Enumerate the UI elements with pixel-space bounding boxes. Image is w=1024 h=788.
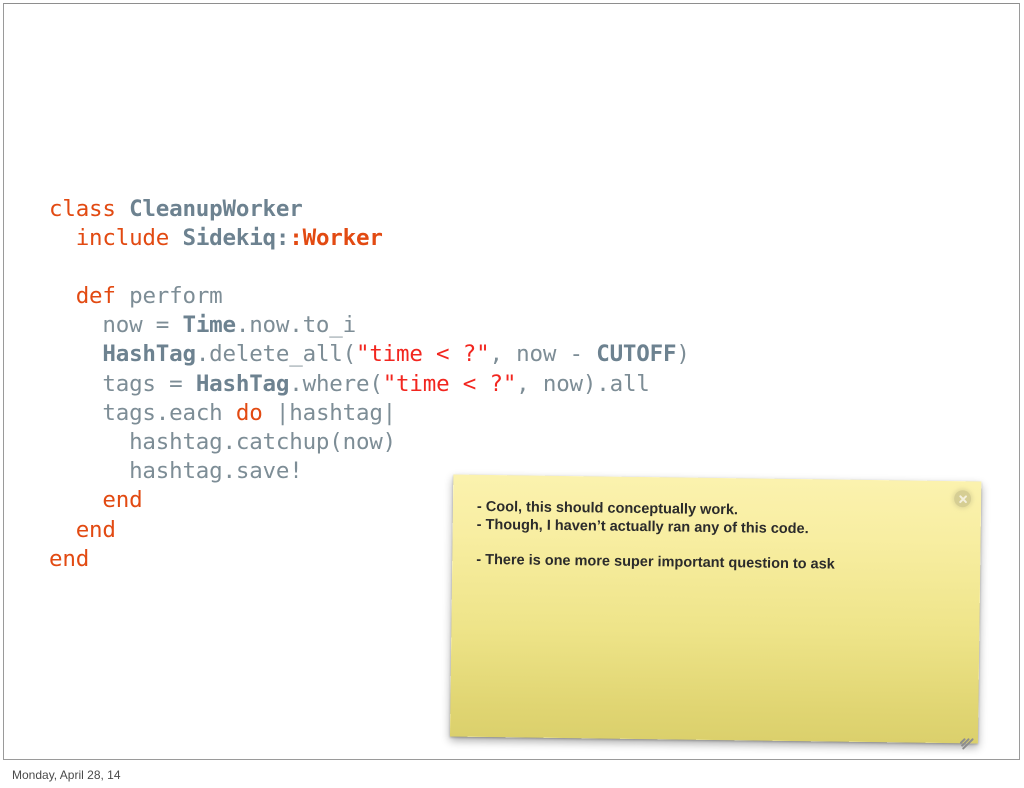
code-token-kw: :Worker: [289, 224, 383, 251]
resize-grip-icon[interactable]: [958, 723, 974, 750]
code-token-kw: do: [235, 399, 263, 426]
code-line: end: [49, 545, 690, 574]
code-line: hashtag.save!: [49, 457, 690, 486]
code-token-cst: Sidekiq:: [182, 224, 290, 251]
code-token-id: |hashtag|: [262, 399, 397, 426]
code-token-id: .delete_all(: [195, 341, 356, 368]
code-line: def perform: [49, 282, 690, 311]
code-token-id: hashtag.save!: [129, 458, 303, 485]
code-token-cst: HashTag: [195, 370, 290, 397]
code-token-cst: CleanupWorker: [129, 195, 303, 222]
code-token-id: .now.to_i: [235, 312, 356, 339]
code-token-cst: Time: [182, 312, 236, 339]
code-token-kw: class: [49, 195, 130, 222]
code-token-kw: end: [75, 516, 116, 543]
code-token-id: hashtag.catchup(now): [129, 429, 397, 455]
code-line: hashtag.catchup(now): [49, 428, 690, 457]
code-line: HashTag.delete_all("time < ?", now - CUT…: [49, 340, 690, 369]
code-token-kw: include: [75, 224, 183, 251]
code-token-id: now =: [102, 312, 183, 339]
code-line: tags = HashTag.where("time < ?", now).al…: [49, 370, 690, 399]
code-token-str: "time < ?": [355, 341, 490, 368]
code-line: end: [49, 486, 690, 515]
sticky-note-text: - Cool, this should conceptually work. -…: [476, 498, 835, 573]
sticky-note-body[interactable]: - Cool, this should conceptually work. -…: [449, 474, 982, 750]
code-token-kw: end: [102, 487, 143, 514]
sticky-note[interactable]: - Cool, this should conceptually work. -…: [449, 474, 982, 750]
footer-date: Monday, April 28, 14: [12, 768, 121, 782]
code-token-id: .where(: [289, 370, 383, 397]
code-line: class CleanupWorker: [49, 195, 690, 224]
code-token-kw: def: [75, 283, 130, 310]
code-line: [49, 253, 690, 282]
code-token-id: , now -: [489, 341, 597, 368]
code-line: tags.each do |hashtag|: [49, 399, 690, 428]
code-token-cst: HashTag: [102, 341, 196, 368]
code-token-str: "time < ?": [382, 370, 517, 397]
code-token-cst: CUTOFF: [596, 341, 677, 368]
code-token-id: , now).all: [516, 370, 650, 397]
code-token-id: ): [676, 341, 690, 368]
code-block: class CleanupWorker include Sidekiq::Wor…: [49, 195, 690, 574]
code-line: now = Time.now.to_i: [49, 311, 690, 340]
code-token-id: tags =: [102, 370, 196, 397]
code-line: end: [49, 516, 690, 545]
code-token-kw: end: [49, 545, 90, 572]
code-token-id: perform: [129, 283, 223, 310]
code-line: include Sidekiq::Worker: [49, 224, 690, 253]
close-icon[interactable]: [954, 490, 972, 508]
code-token-id: tags.each: [102, 399, 236, 426]
